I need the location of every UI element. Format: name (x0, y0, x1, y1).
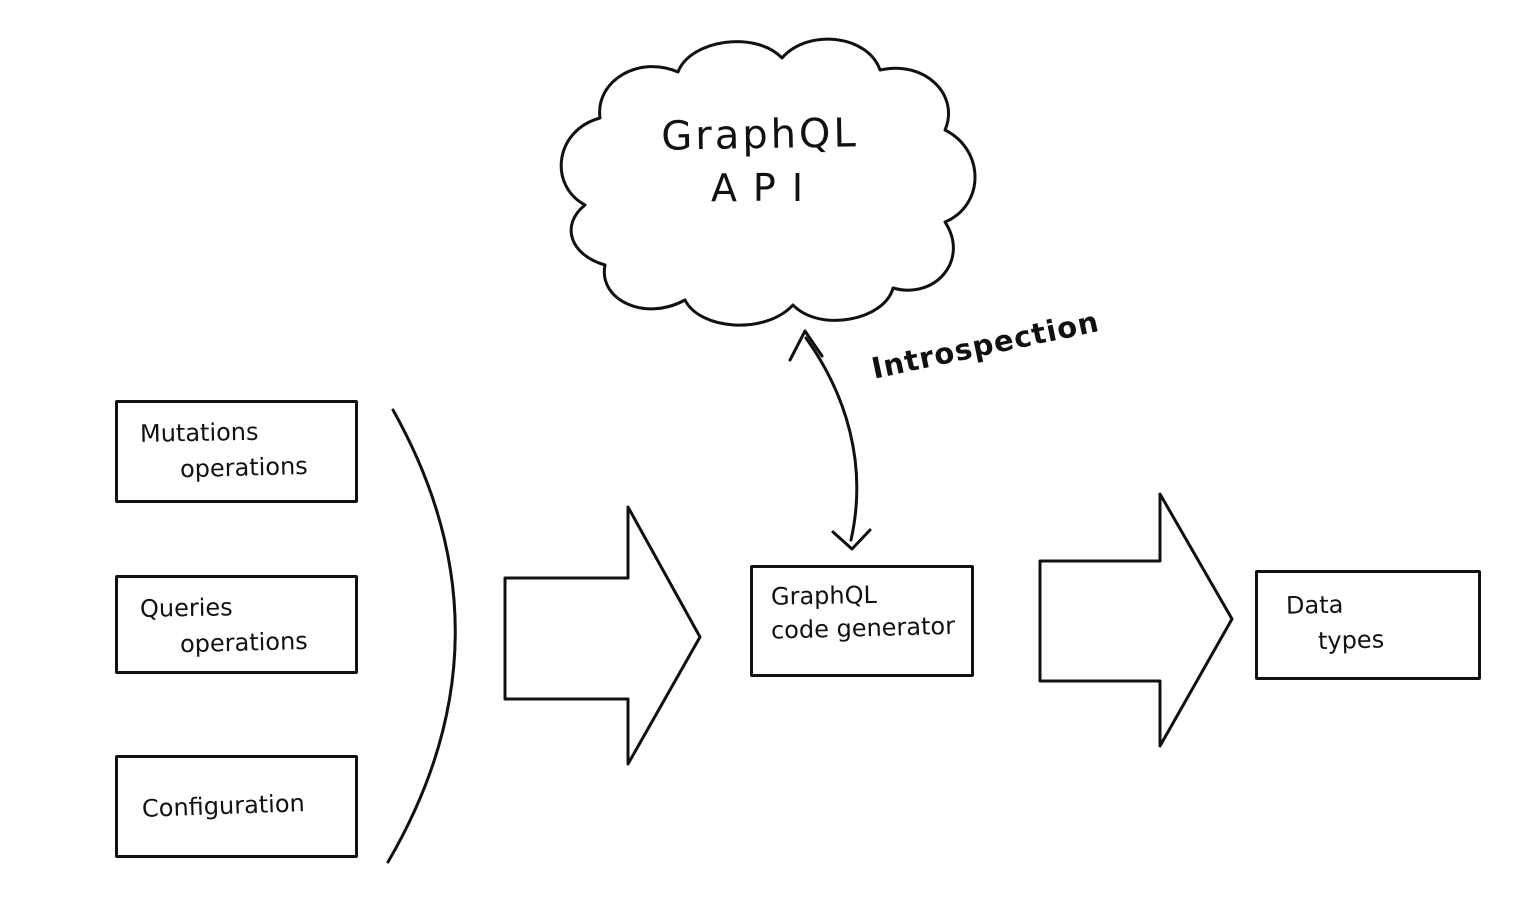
introspection-arrowhead-down (831, 528, 872, 551)
flow-arrow-left (503, 505, 702, 766)
cloud-label-line2: API (710, 166, 820, 210)
input-grouping-brace (386, 408, 457, 864)
graphql-code-generator-box: GraphQL code generator (750, 565, 974, 677)
introspection-arrow-shaft (804, 336, 859, 542)
cloud-label-line1: GraphQL (660, 110, 860, 160)
flow-arrow-right (1038, 492, 1234, 748)
configuration-box: Configuration (115, 755, 358, 858)
box-label-line1: Queries (139, 593, 233, 623)
box-label-line2: code generator (770, 611, 956, 645)
box-label-line2: operations (179, 452, 309, 484)
box-label-line1: Data (1285, 590, 1344, 620)
box-label-line2: operations (179, 627, 309, 659)
data-types-box: Data types (1255, 570, 1481, 680)
queries-operations-box: Queries operations (115, 575, 358, 674)
graphql-api-cloud-label: GraphQL API (595, 110, 925, 210)
mutations-operations-box: Mutations operations (115, 400, 358, 503)
box-label-line2: types (1317, 625, 1385, 656)
cloud-shape (559, 37, 977, 327)
box-label-line1: Mutations (139, 417, 259, 448)
box-label-line1: GraphQL (770, 580, 878, 611)
box-label-line1: Configuration (141, 789, 306, 823)
introspection-arrowhead-up (788, 329, 824, 362)
